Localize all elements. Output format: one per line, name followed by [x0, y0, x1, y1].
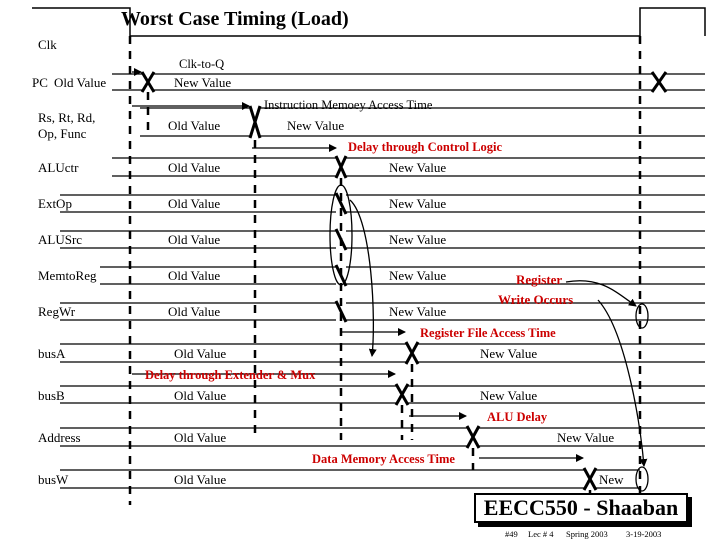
memtoreg-old-value: Old Value: [168, 268, 221, 283]
footer-term: Spring 2003: [566, 529, 608, 539]
imem-access-label: Instruction Memoey Access Time: [264, 98, 433, 112]
footer-slide-number: #49: [505, 529, 518, 539]
signal-label-pc: PC: [32, 75, 48, 90]
register-write-label-2: Write Occurs: [498, 292, 574, 307]
signal-label-alusrc: ALUSrc: [38, 232, 83, 247]
signal-label-memtoreg: MemtoReg: [38, 268, 97, 283]
address-new-value: New Value: [557, 430, 615, 445]
signal-buses: [60, 73, 705, 489]
course-title: EECC550 - Shaaban: [483, 495, 679, 520]
signal-label-address: Address: [38, 430, 81, 445]
clk-to-q-label: Clk-to-Q: [179, 57, 225, 71]
regfile-access-label: Register File Access Time: [420, 326, 556, 340]
signal-label-busa: busA: [38, 346, 66, 361]
signal-label-busb: busB: [38, 388, 65, 403]
signal-label-regs-2: Op, Func: [38, 126, 87, 141]
control-delay-label: Delay through Control Logic: [348, 140, 503, 154]
signal-label-busw: busW: [38, 472, 69, 487]
alusrc-old-value: Old Value: [168, 232, 221, 247]
aluctr-new-value: New Value: [389, 160, 447, 175]
busw-old-value: Old Value: [174, 472, 227, 487]
register-write-label-1: Register: [516, 272, 563, 287]
slide-title: Worst Case Timing (Load): [121, 8, 349, 30]
regwr-old-value: Old Value: [168, 304, 221, 319]
pc-new-value: New Value: [174, 75, 232, 90]
signal-label-aluctr: ALUctr: [38, 160, 79, 175]
extender-delay-label: Delay through Extender & Mux: [145, 368, 316, 382]
busb-old-value: Old Value: [174, 388, 227, 403]
extop-old-value: Old Value: [168, 196, 221, 211]
dmem-access-label: Data Memory Access Time: [312, 452, 455, 466]
busa-new-value: New Value: [480, 346, 538, 361]
extop-new-value: New Value: [389, 196, 447, 211]
pc-old-value: Old Value: [54, 75, 107, 90]
signal-label-regs: Rs, Rt, Rd,: [38, 110, 96, 125]
timing-arrows: [132, 68, 649, 492]
course-badge: EECC550 - Shaaban: [474, 493, 688, 523]
address-old-value: Old Value: [174, 430, 227, 445]
signal-label-extop: ExtOp: [38, 196, 72, 211]
footer-lecture: Lec # 4: [528, 529, 554, 539]
regs-new-value: New Value: [287, 118, 345, 133]
memtoreg-new-value: New Value: [389, 268, 447, 283]
busb-new-value: New Value: [480, 388, 538, 403]
signal-label-regwr: RegWr: [38, 304, 76, 319]
regwr-new-value: New Value: [389, 304, 447, 319]
clock-edge-lines: [128, 36, 642, 505]
busa-old-value: Old Value: [174, 346, 227, 361]
busw-new-value: New: [599, 472, 624, 487]
signal-label-clk: Clk: [38, 37, 57, 52]
footer-date: 3-19-2003: [626, 529, 662, 539]
alu-delay-label: ALU Delay: [487, 410, 548, 424]
regs-old-value: Old Value: [168, 118, 221, 133]
transition-marks: [140, 71, 668, 491]
alusrc-new-value: New Value: [389, 232, 447, 247]
aluctr-old-value: Old Value: [168, 160, 221, 175]
